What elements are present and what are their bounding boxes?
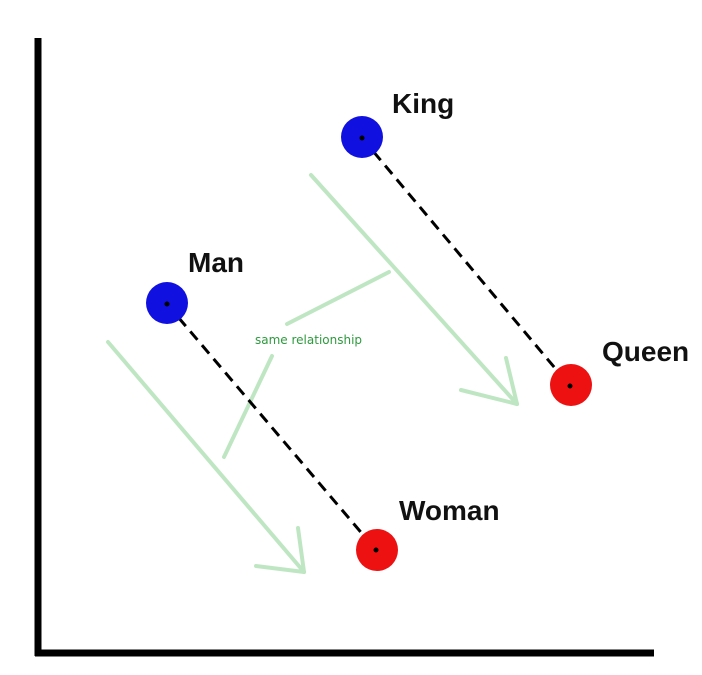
- arrow-king-queen-shaft: [309, 173, 519, 406]
- relationship-connector-upper: [285, 270, 391, 326]
- label-king: King: [392, 88, 454, 119]
- point-queen: [550, 364, 592, 406]
- relationship-arrows: [106, 173, 519, 574]
- arrow-king-queen-head-b: [459, 388, 519, 406]
- king-center: [359, 135, 365, 141]
- label-same-relationship: same relationship: [255, 333, 362, 347]
- label-woman: Woman: [399, 495, 500, 526]
- arrow-man-woman-head-a: [296, 526, 306, 574]
- label-queen: Queen: [602, 336, 689, 367]
- woman-center: [373, 547, 379, 553]
- point-woman: [356, 529, 398, 571]
- label-man: Man: [188, 247, 244, 278]
- queen-center: [567, 383, 573, 389]
- relationship-connector-lower: [222, 354, 274, 459]
- arrow-man-woman-shaft: [106, 340, 306, 574]
- point-king: [341, 116, 383, 158]
- arrow-king-queen-head-a: [504, 356, 519, 406]
- arrow-man-woman-head-b: [254, 564, 306, 574]
- man-center: [164, 301, 170, 307]
- point-man: [146, 282, 188, 324]
